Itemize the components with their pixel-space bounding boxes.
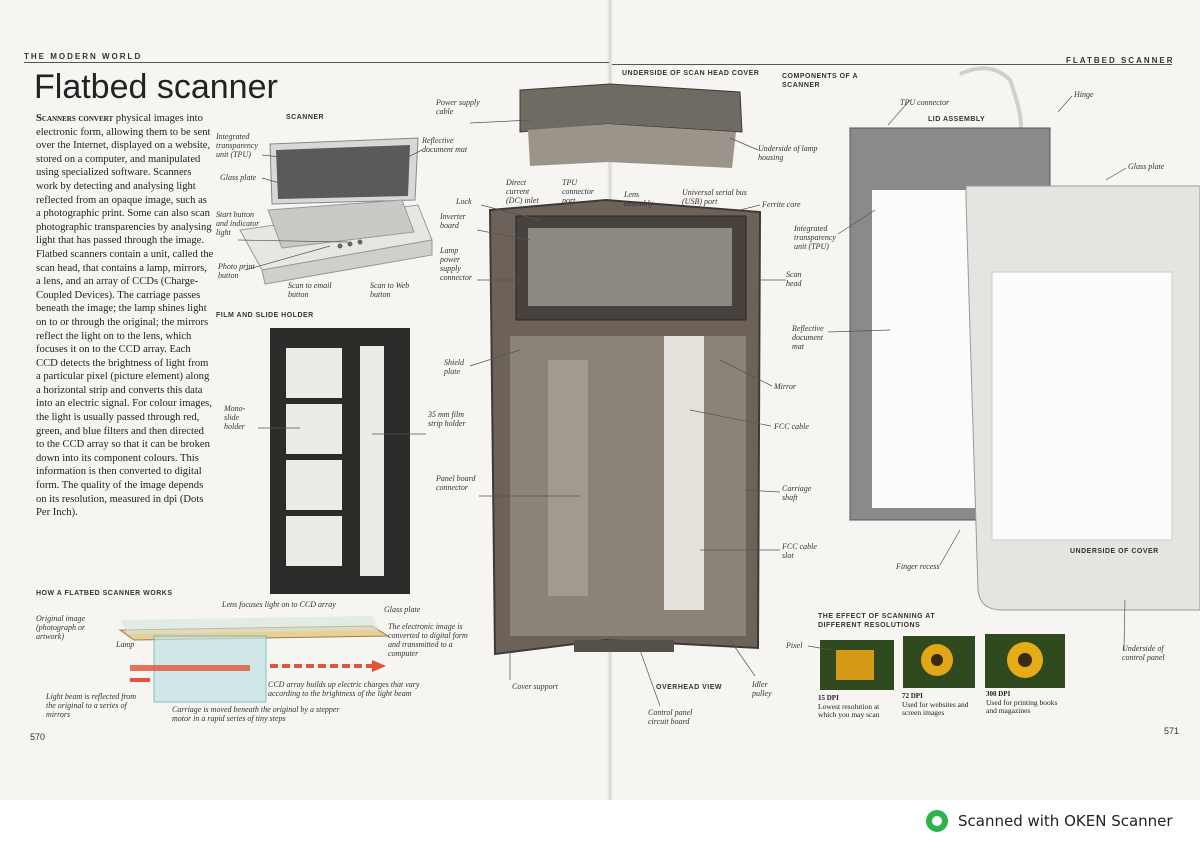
label-web-button: Scan to Web button <box>370 281 410 299</box>
res-72-dpi: 72 DPI <box>902 692 923 700</box>
label-cover-support: Cover support <box>512 682 558 691</box>
components-heading: COMPONENTS OF A SCANNER <box>782 73 858 89</box>
label-tpu: Integrated transparency unit (TPU) <box>216 132 258 159</box>
label-lock: Lock <box>456 197 472 206</box>
right-head-rule <box>612 64 1172 65</box>
effect-heading: THE EFFECT OF SCANNING AT DIFFERENT RESO… <box>818 613 936 629</box>
oken-logo-icon <box>926 810 948 832</box>
res-15-dpi: 15 DPI <box>818 694 839 702</box>
components-illustration <box>849 66 1200 611</box>
intro-lead: Scanners convert <box>36 113 114 124</box>
label-ferrite-core: Ferrite core <box>762 200 801 209</box>
label-carriage: Carriage is moved beneath the original b… <box>172 705 340 723</box>
label-how-glass: Glass plate <box>384 605 421 614</box>
label-scan-head: Scan head <box>786 270 802 288</box>
label-mono-slide: Mono-slide holder <box>224 404 246 431</box>
label-pixel: Pixel <box>786 641 803 650</box>
label-underside-lamp: Underside of lamp housing <box>758 144 818 162</box>
illustrations <box>118 66 1200 707</box>
label-components-mat: Reflective document mat <box>792 324 824 351</box>
label-film-strip: 35 mm film strip holder <box>428 410 466 428</box>
label-electronic-image: The electronic image is converted to dig… <box>388 622 468 658</box>
label-tpu-port: TPU connector port <box>562 178 594 205</box>
film-holder-illustration <box>270 328 410 594</box>
page-title: Flatbed scanner <box>34 68 278 106</box>
label-tpu-connector: TPU connector <box>900 98 950 107</box>
label-components-tpu: Integrated transparency unit (TPU) <box>794 224 836 251</box>
label-dc-inlet: Direct current (DC) inlet <box>506 178 539 205</box>
res-300-dpi: 300 DPI <box>986 690 1011 698</box>
label-carriage-shaft: Carriage shaft <box>782 484 812 502</box>
res-72-desc: Used for websites and screen images <box>902 699 969 717</box>
label-light-beam: Light beam is reflected from the origina… <box>46 692 137 719</box>
book-spread: THE MODERN WORLD FLATBED SCANNER Flatbed… <box>0 0 1200 800</box>
scanner-illustration <box>239 137 433 285</box>
label-usb-port: Universal serial bus (USB) port <box>682 188 747 206</box>
label-power-cable: Power supply cable <box>436 98 480 116</box>
label-lamp: Lamp <box>116 640 135 649</box>
resolution-samples <box>820 634 1065 690</box>
label-ccd-array: CCD array builds up electric charges tha… <box>268 680 420 698</box>
label-components-glass: Glass plate <box>1128 162 1165 171</box>
label-lamp-connector: Lamp power supply connector <box>440 246 472 282</box>
label-glass-plate: Glass plate <box>220 173 257 182</box>
label-overhead-view: OVERHEAD VIEW <box>656 684 723 691</box>
label-lid-assembly: LID ASSEMBLY <box>928 116 986 123</box>
label-photo-button: Photo print button <box>218 262 255 280</box>
label-shield-plate: Shield plate <box>444 358 464 376</box>
label-fcc-slot: FCC cable slot <box>782 542 817 560</box>
label-hinge: Hinge <box>1074 90 1094 99</box>
scanner-heading: SCANNER <box>286 114 325 121</box>
res-300-desc: Used for printing books and magazines <box>986 697 1058 715</box>
resolution-300: 300 DPI Used for printing books and maga… <box>986 690 1070 716</box>
page-number-left: 570 <box>30 732 46 742</box>
leader-lines <box>237 95 1127 707</box>
resolution-72: 72 DPI Used for websites and screen imag… <box>902 692 978 718</box>
how-heading: HOW A FLATBED SCANNER WORKS <box>36 590 173 597</box>
label-idler-pulley: Idler pulley <box>752 680 772 698</box>
film-heading: FILM AND SLIDE HOLDER <box>216 312 314 319</box>
how-it-works-illustration <box>118 616 390 703</box>
page-number-right: 571 <box>1164 726 1180 736</box>
watermark-text: Scanned with OKEN Scanner <box>958 812 1173 830</box>
left-head-rule <box>24 62 609 63</box>
intro-paragraph: Scanners convert physical images into el… <box>36 112 214 520</box>
resolution-15: 15 DPI Lowest resolution at which you ma… <box>818 694 898 720</box>
label-mirror: Mirror <box>774 382 796 391</box>
label-reflective-mat: Reflective document mat <box>422 136 468 154</box>
label-finger-recess: Finger recess <box>896 562 940 571</box>
label-underside-cover: UNDERSIDE OF COVER <box>1070 548 1159 555</box>
intro-text: physical images into electronic form, al… <box>36 113 214 519</box>
right-running-head: FLATBED SCANNER <box>1066 56 1175 65</box>
res-15-desc: Lowest resolution at which you may scan <box>818 701 880 719</box>
label-original-image: Original image (photograph or artwork) <box>36 614 86 641</box>
overhead-scanner-illustration <box>488 83 762 656</box>
label-lens-assembly: Lens assembly <box>624 190 654 208</box>
label-start-button: Start button and indicator light <box>216 210 260 237</box>
label-email-button: Scan to email button <box>288 281 332 299</box>
label-control-board: Control panel circuit board <box>648 708 693 726</box>
label-panel-connector: Panel board connector <box>436 474 476 492</box>
label-underside-panel: Underside of control panel <box>1122 644 1165 662</box>
scanner-watermark: Scanned with OKEN Scanner <box>924 806 1173 836</box>
label-lens-focus: Lens focuses light on to CCD array <box>222 600 336 609</box>
label-inverter-board: Inverter board <box>440 212 466 230</box>
label-fcc-cable: FCC cable <box>774 422 809 431</box>
left-running-head: THE MODERN WORLD <box>24 52 143 61</box>
label-underside-scan-head: UNDERSIDE OF SCAN HEAD COVER <box>622 70 760 77</box>
